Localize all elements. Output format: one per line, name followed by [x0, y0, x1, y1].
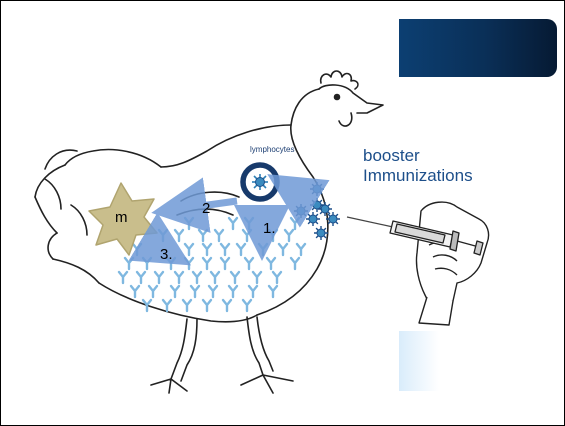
- macrophage-label: m: [115, 209, 128, 226]
- arrow-antigen-to-lymphocyte: [291, 189, 307, 199]
- antibody-y-icon: [203, 300, 211, 311]
- antibody-y-icon: [193, 272, 201, 283]
- antibody-y-icon: [279, 244, 287, 255]
- antibody-y-icon: [223, 300, 231, 311]
- antibody-y-icon: [131, 286, 139, 297]
- antibody-y-icon: [243, 230, 251, 241]
- antigen-virus-icon: [294, 204, 308, 218]
- antigen-virus-icon: [326, 212, 340, 226]
- antibody-y-icon: [149, 286, 157, 297]
- antibody-y-icon: [171, 286, 179, 297]
- antigen-virus-icon: [310, 198, 324, 212]
- antibody-y-icon: [185, 258, 193, 269]
- antibody-y-icon: [215, 230, 223, 241]
- antigen-virus-icon: [314, 226, 328, 240]
- antibody-y-icon: [211, 272, 219, 283]
- lymphocyte-cell-icon: [243, 165, 277, 199]
- antibody-y-icon: [245, 218, 253, 229]
- antibody-y-icon: [191, 286, 199, 297]
- antigen-virus-icon: [306, 212, 320, 226]
- antibody-y-icon: [237, 244, 245, 255]
- antibody-y-icon: [199, 230, 207, 241]
- antibody-y-icon: [245, 258, 253, 269]
- antibody-y-icon: [291, 258, 299, 269]
- step-3-label: 3.: [160, 246, 173, 263]
- antibody-y-icon: [229, 218, 237, 229]
- antibody-y-icon: [291, 218, 299, 229]
- antibody-y-icon: [243, 300, 251, 311]
- antibody-y-icon: [297, 244, 305, 255]
- antibody-y-icon: [269, 286, 277, 297]
- hand-icon: [416, 202, 488, 325]
- antibody-y-icon: [259, 244, 267, 255]
- antibody-y-icon: [159, 230, 167, 241]
- antibody-y-icon: [175, 272, 183, 283]
- antibody-y-icon: [285, 230, 293, 241]
- chicken-icon: [35, 71, 383, 393]
- antigen-cluster: [294, 182, 340, 240]
- antibody-y-icon: [267, 258, 275, 269]
- step-1-label: 1.: [263, 220, 276, 237]
- antibody-y-icon: [143, 258, 151, 269]
- lymphocytes-label: lymphocytes: [250, 145, 294, 154]
- antibody-y-icon: [125, 258, 133, 269]
- antibody-y-icon: [203, 244, 211, 255]
- antibody-y-icon: [163, 300, 171, 311]
- antibody-y-icon: [185, 218, 193, 229]
- antibody-y-icon: [229, 286, 237, 297]
- antibody-y-icon: [183, 300, 191, 311]
- arrows: [147, 189, 307, 251]
- booster-label-line1: booster: [363, 146, 420, 166]
- antibody-y-icon: [119, 272, 127, 283]
- antibody-y-icon: [249, 286, 257, 297]
- antibody-y-icon: [203, 258, 211, 269]
- antigen-virus-icon: [310, 182, 324, 196]
- step-2-label: 2: [202, 200, 210, 217]
- antibody-y-icon: [175, 230, 183, 241]
- antibody-y-icon: [209, 286, 217, 297]
- antibody-y-icon: [155, 272, 163, 283]
- antibody-y-icon: [273, 272, 281, 283]
- antibody-y-icon: [221, 244, 229, 255]
- antibody-y-icon: [253, 272, 261, 283]
- antibody-y-icon: [221, 258, 229, 269]
- booster-label-line2: Immunizations: [363, 166, 473, 186]
- antibody-y-icon: [185, 244, 193, 255]
- antibody-y-icon: [231, 272, 239, 283]
- antibody-y-icon: [137, 272, 145, 283]
- antibody-y-icon: [133, 244, 141, 255]
